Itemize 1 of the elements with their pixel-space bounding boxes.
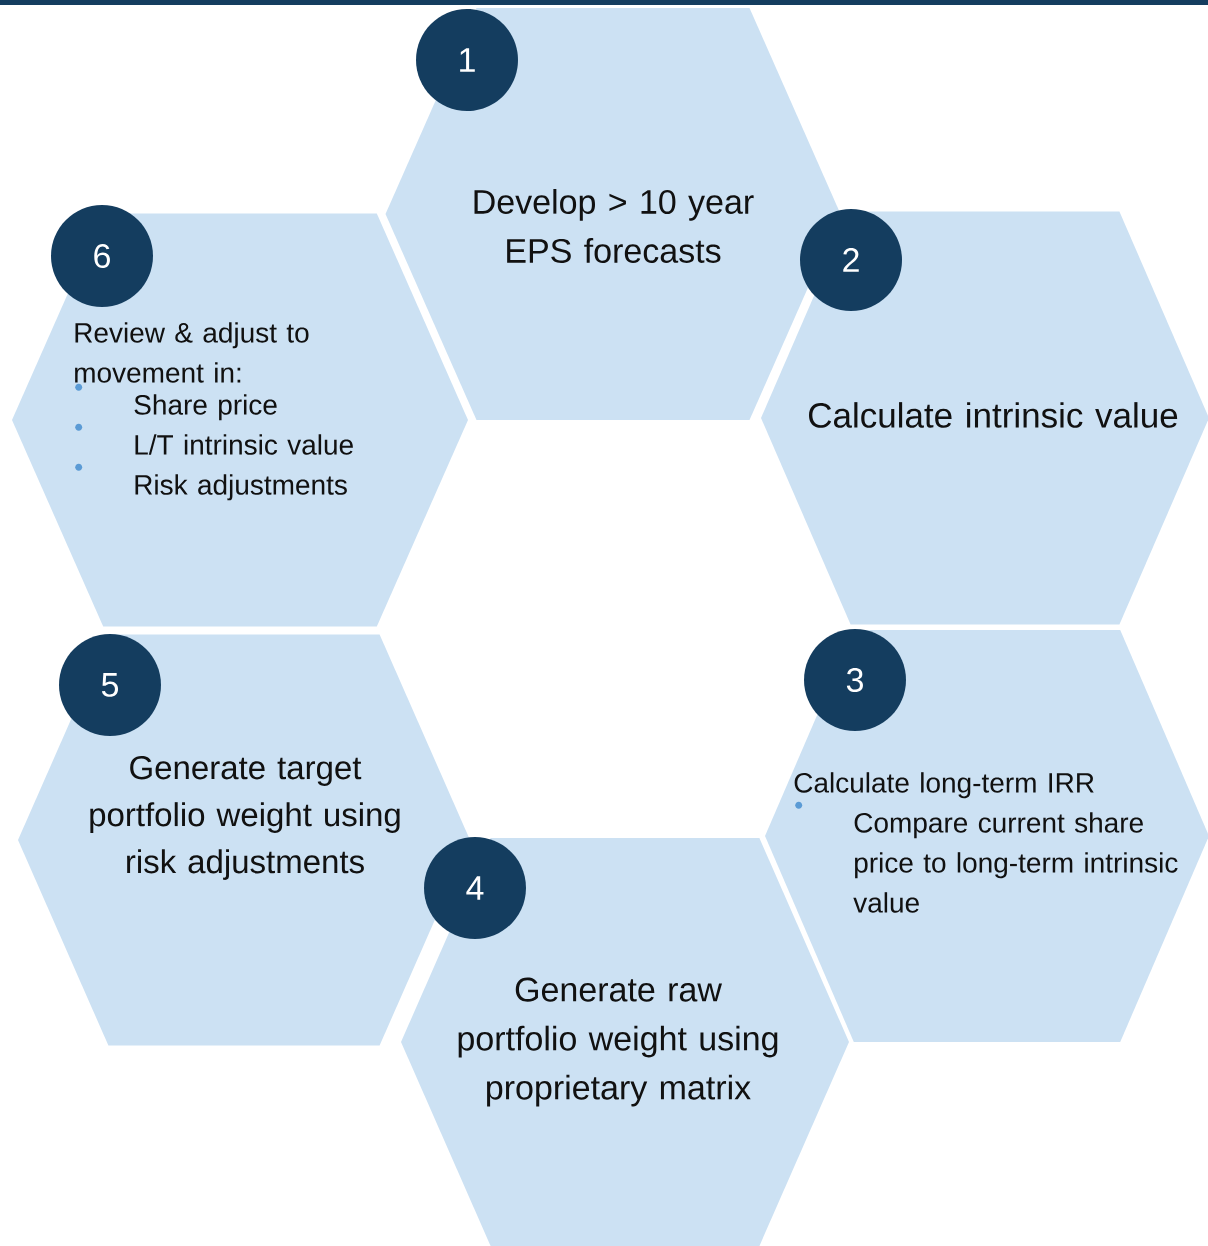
step-number: 6 [51, 205, 153, 307]
